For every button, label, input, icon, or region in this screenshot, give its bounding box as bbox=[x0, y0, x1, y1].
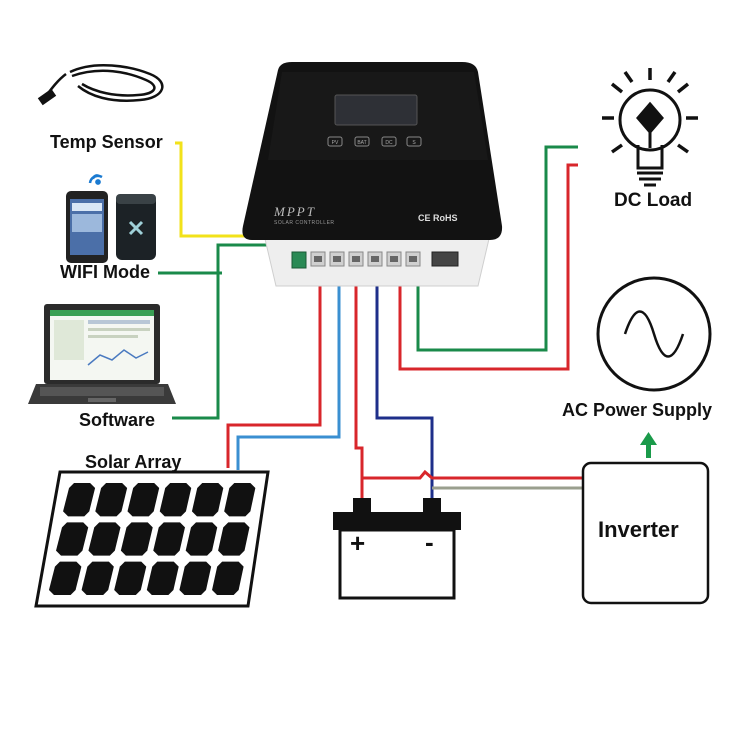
solar-cell bbox=[120, 522, 153, 556]
temp-sensor-cable-icon bbox=[37, 63, 164, 106]
indicator-dc: DC bbox=[385, 140, 393, 146]
solar-cell bbox=[185, 522, 218, 556]
laptop-icon bbox=[28, 304, 176, 404]
solar-positive-wire bbox=[226, 265, 322, 468]
software-wire bbox=[172, 243, 300, 420]
terminal-port bbox=[386, 251, 402, 267]
solar-cell bbox=[159, 483, 192, 517]
rj45-port bbox=[431, 251, 459, 267]
label-dc-load: DC Load bbox=[614, 190, 693, 211]
temp-terminal bbox=[291, 251, 307, 269]
dc-load-positive-wire bbox=[398, 163, 578, 371]
battery-negative-wire bbox=[375, 266, 434, 502]
battery-icon bbox=[333, 498, 461, 600]
label-solar-array: Solar Array bbox=[85, 452, 182, 472]
indicator-bat: BAT bbox=[357, 140, 366, 146]
indicator-s: S bbox=[412, 140, 416, 146]
terminal-port bbox=[405, 251, 421, 267]
solar-cell bbox=[146, 561, 179, 595]
controller-subtitle: SOLAR CONTROLLER bbox=[274, 220, 335, 226]
solar-cell bbox=[63, 483, 96, 517]
solar-cell bbox=[224, 483, 256, 517]
battery-plus: + bbox=[350, 528, 366, 558]
solar-cell bbox=[191, 483, 224, 517]
label-ac-power-supply: AC Power Supply bbox=[562, 400, 713, 420]
solar-cell bbox=[212, 561, 244, 595]
solar-cell bbox=[179, 561, 212, 595]
indicator-pv: PV bbox=[332, 140, 339, 146]
label-temp-sensor: Temp Sensor bbox=[50, 132, 163, 152]
light-bulb-icon bbox=[602, 68, 698, 187]
terminal-port bbox=[367, 251, 383, 267]
controller-brand: MPPT bbox=[273, 204, 316, 219]
label-inverter: Inverter bbox=[598, 517, 679, 542]
ac-sine-icon bbox=[596, 276, 712, 392]
terminal-ports bbox=[310, 251, 421, 267]
solar-cell bbox=[48, 561, 82, 595]
label-software: Software bbox=[79, 410, 156, 430]
inverter-box bbox=[581, 461, 710, 605]
solar-cell bbox=[114, 561, 147, 595]
cert-mark: CE RoHS bbox=[418, 213, 458, 223]
solar-cell bbox=[95, 483, 128, 517]
terminal-port bbox=[348, 251, 364, 267]
solar-panel-icon bbox=[34, 470, 270, 608]
dc-load-negative-wire bbox=[416, 145, 578, 352]
wifi-module-icon bbox=[116, 194, 156, 260]
terminal-port bbox=[329, 251, 345, 267]
solar-cell bbox=[218, 522, 250, 556]
solar-cell bbox=[81, 561, 114, 595]
terminal-port bbox=[310, 251, 326, 267]
wifi-symbol-icon bbox=[88, 174, 103, 185]
solar-cell bbox=[88, 522, 121, 556]
solar-cell bbox=[56, 522, 89, 556]
wires bbox=[158, 141, 583, 502]
ac-arrow-icon bbox=[640, 432, 657, 458]
solar-cell bbox=[127, 483, 160, 517]
battery-minus: - bbox=[425, 527, 434, 557]
solar-negative-wire bbox=[236, 265, 341, 470]
wifi-mode-devices bbox=[66, 174, 156, 263]
smartphone-icon bbox=[66, 191, 108, 263]
mppt-controller: PV BAT DC S MPPT SOLAR CONTROLLER CE RoH… bbox=[242, 62, 503, 287]
label-wifi-mode: WIFI Mode bbox=[60, 262, 150, 282]
lcd-screen bbox=[334, 94, 418, 126]
inverter-positive-wire bbox=[362, 469, 583, 480]
battery-positive-wire bbox=[354, 266, 364, 498]
solar-cell bbox=[153, 522, 185, 556]
solar-cells bbox=[48, 483, 256, 595]
